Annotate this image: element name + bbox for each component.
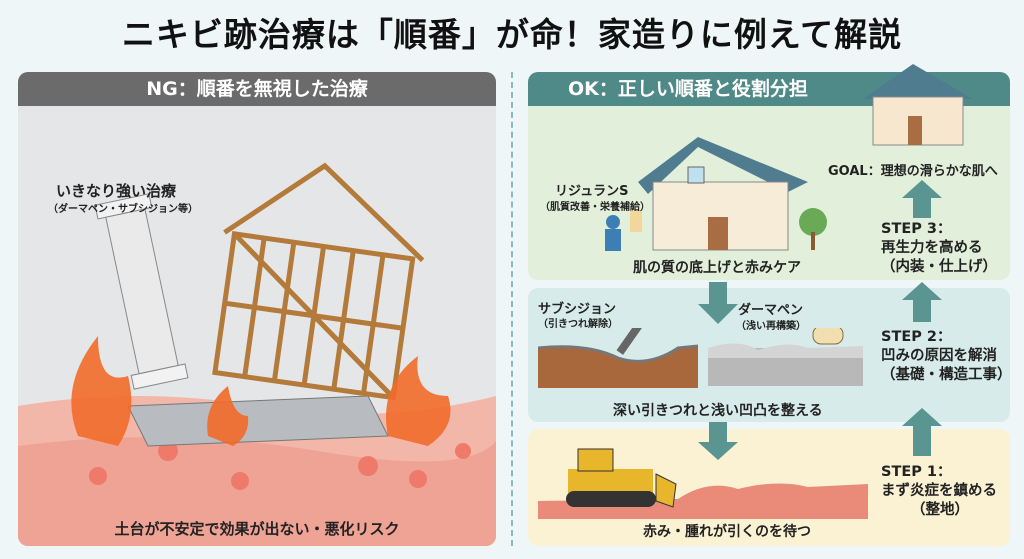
arrow-down-icon: [698, 422, 738, 460]
arrow-up-icon: [902, 282, 942, 322]
step2-title: STEP 2：: [881, 329, 952, 345]
step3-title: STEP 3：: [881, 221, 952, 237]
panel-divider: [511, 72, 513, 546]
house-painting-illustration: [605, 137, 827, 251]
dermapen-label: ダーマペン: [738, 303, 804, 318]
arrow-up-icon: [902, 180, 942, 218]
step1-caption: 赤み・腫れが引くのを待つ: [643, 524, 811, 540]
step2-text: STEP 2： 凹みの原因を解消 （基礎・構造工事）: [881, 328, 1012, 385]
subcision-sublabel: （引きつれ解除）: [538, 319, 618, 330]
ng-treatment-label: いきなり強い治療: [56, 182, 177, 200]
step3-description: 再生力を高める: [881, 240, 983, 256]
skin-layer-illustration: [538, 328, 863, 388]
step3-caption: 肌の質の底上げと赤みケア: [633, 260, 801, 276]
pillar-icon: [94, 193, 189, 390]
step1-title: STEP 1：: [881, 464, 952, 480]
collapsing-house-illustration: [18, 162, 496, 546]
step2-sub: （基礎・構造工事）: [881, 367, 1012, 383]
bulldozer-illustration: [538, 448, 868, 519]
step3-treatment-sublabel: （肌質改善・栄養補給）: [540, 202, 650, 213]
arrow-down-icon: [698, 282, 738, 324]
house-frame-icon: [212, 162, 425, 401]
subcision-label: サブシジョン: [538, 302, 617, 317]
step1-description: まず炎症を鎮める: [881, 483, 997, 499]
page-title: ニキビ跡治療は「順番」が命！家造りに例えて解説: [121, 15, 903, 54]
step3-treatment-label: リジュランS: [555, 184, 629, 199]
ng-header: NG：順番を無視した治療: [18, 72, 496, 106]
step1-text: STEP 1： まず炎症を鎮める （整地）: [881, 463, 997, 520]
dermapen-sublabel: （浅い再構築）: [736, 321, 806, 332]
bacteria-icons: [89, 441, 471, 490]
goal-house-illustration: [863, 64, 973, 146]
ng-caption: 土台が不安定で効果が出ない・悪化リスク: [114, 520, 400, 538]
step1-sub: （整地）: [911, 502, 969, 518]
step2-description: 凹みの原因を解消: [881, 348, 997, 364]
ng-treatment-sublabel: （ダーマペン・サブシジョン等）: [48, 204, 198, 215]
step3-section: OK：正しい順番と役割分担 リジュランS （肌質改善・栄養補給） 肌の質の底上げ…: [528, 64, 1010, 280]
ng-panel: NG：順番を無視した治療 いきなり強い治療 （ダーマペン・サブシジョン等） 土台…: [18, 72, 496, 546]
goal-label: GOAL：理想の滑らかな肌へ: [828, 164, 998, 179]
step2-caption: 深い引きつれと浅い凹凸を整える: [613, 403, 823, 419]
fire-icons: [71, 336, 451, 446]
step3-text: STEP 3： 再生力を高める （内装・仕上げ）: [881, 220, 997, 277]
ok-panel: OK：正しい順番と役割分担 リジュランS （肌質改善・栄養補給） 肌の質の底上げ…: [528, 64, 1012, 546]
step3-sub: （内装・仕上げ）: [881, 259, 997, 275]
arrow-up-icon: [902, 408, 942, 456]
